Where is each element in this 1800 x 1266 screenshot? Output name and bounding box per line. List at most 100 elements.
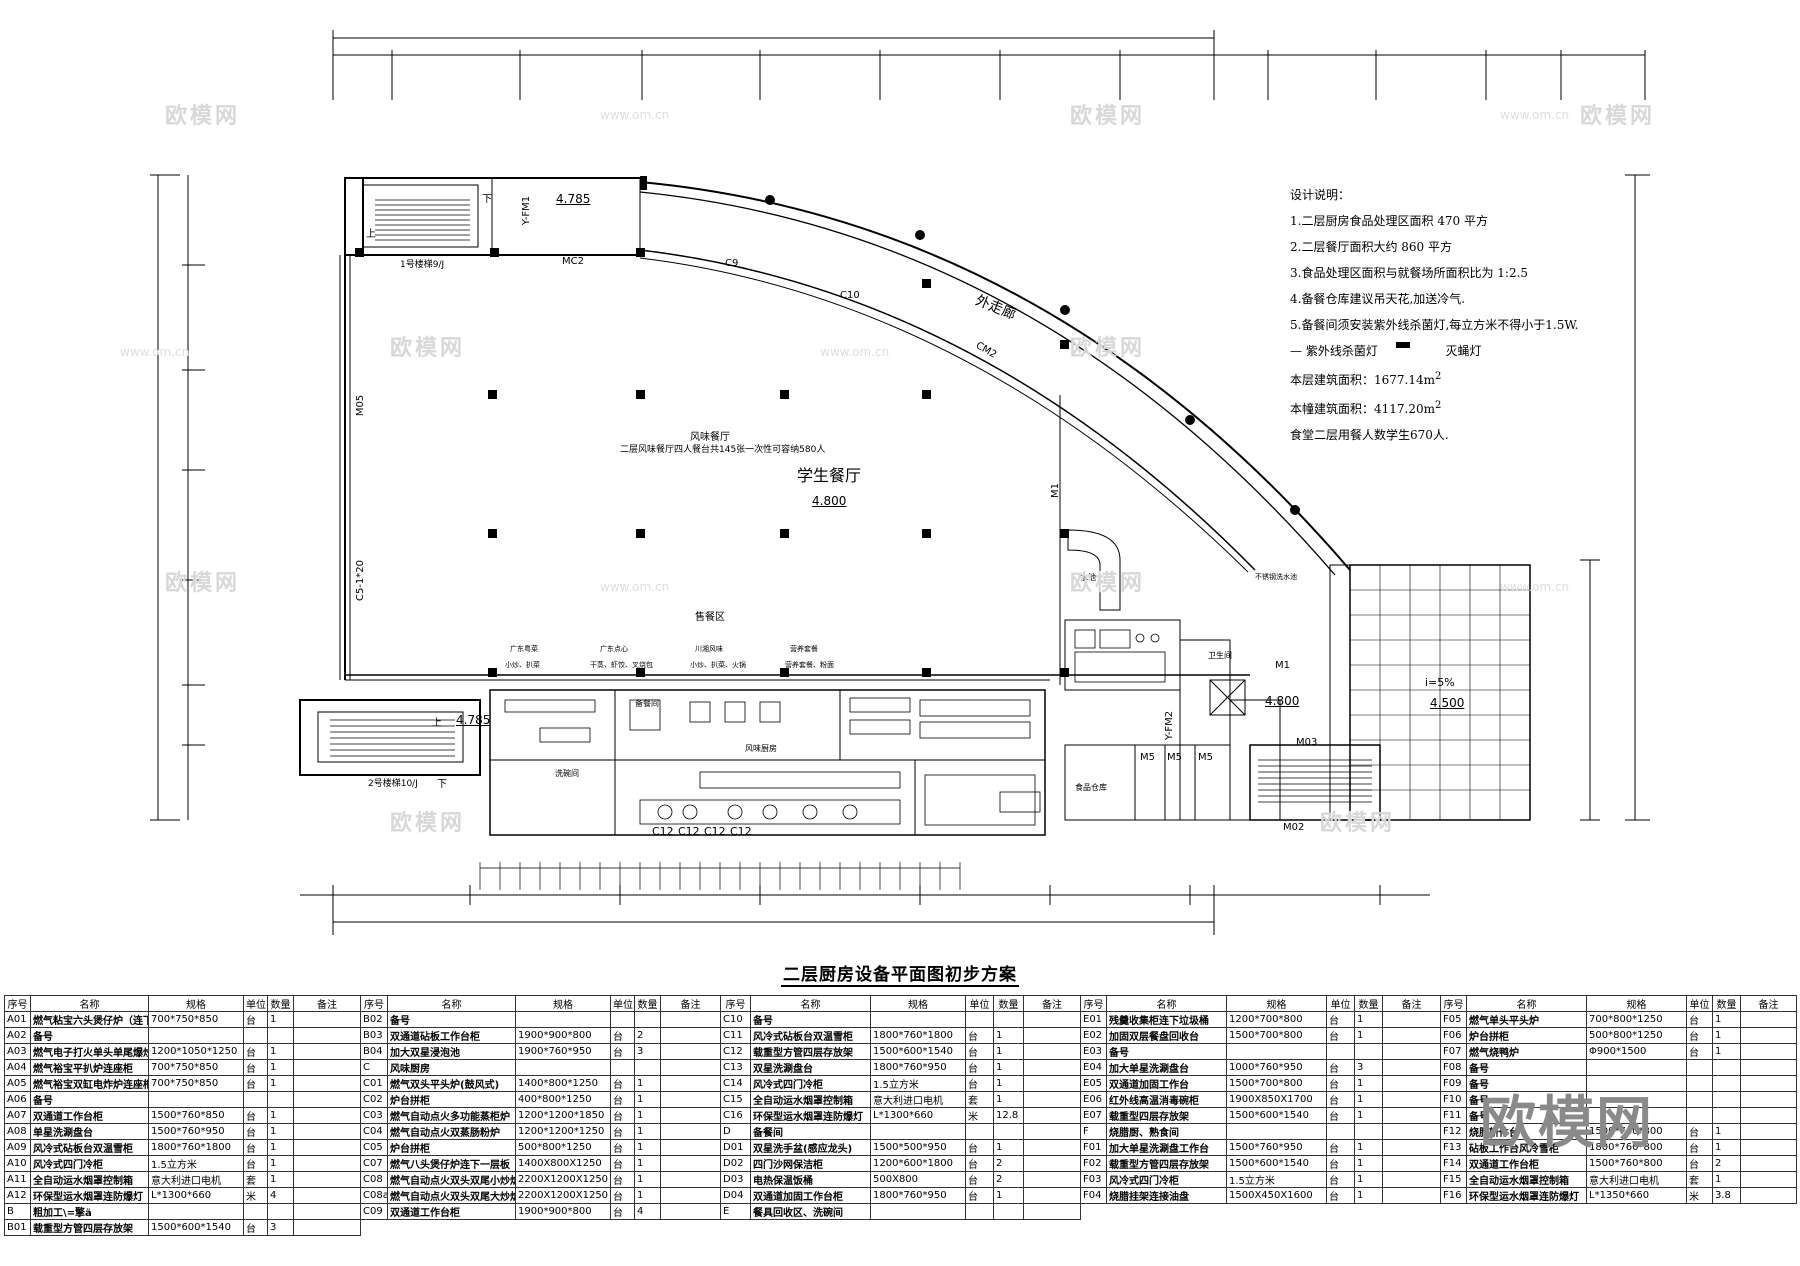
table-cell: E04 xyxy=(1080,1059,1107,1076)
table-cell: 1500*700*800 xyxy=(1226,1027,1327,1044)
table-cell: C15 xyxy=(720,1091,751,1108)
table-cell xyxy=(1023,1187,1081,1204)
table-cell: 2 xyxy=(993,1155,1024,1172)
table-cell xyxy=(1023,1027,1081,1044)
slope-mark: i=5% xyxy=(1425,676,1455,689)
table-cell: C04 xyxy=(360,1123,388,1140)
table-cell: A05 xyxy=(4,1075,31,1092)
table-cell: F08 xyxy=(1440,1059,1467,1076)
table-cell: 台 xyxy=(965,1043,994,1060)
table-cell: 双通道加固工作台柜 xyxy=(750,1187,871,1204)
table-cell: C03 xyxy=(360,1107,388,1124)
table-cell: 1 xyxy=(1712,1011,1741,1028)
table-cell: 12.8 xyxy=(993,1107,1024,1124)
table-cell: B02 xyxy=(360,1011,388,1028)
table-cell xyxy=(634,1059,661,1076)
table-cell xyxy=(1382,1043,1441,1060)
column-header: 备注 xyxy=(1023,995,1081,1012)
column-header: 数量 xyxy=(993,995,1024,1012)
table-cell: 1200*1050*1250 xyxy=(148,1043,244,1060)
table-cell: A08 xyxy=(4,1123,31,1140)
table-cell: 1.5立方米 xyxy=(1226,1171,1327,1188)
table-cell: 意大利进口电机 xyxy=(148,1171,244,1188)
table-cell: C12 xyxy=(720,1043,751,1060)
note-item: 5.备餐间须安装紫外线杀菌灯,每立方米不得小于1.5W. xyxy=(1290,318,1579,332)
table-cell: 餐具回收区、洗碗间 xyxy=(750,1203,871,1220)
table-cell xyxy=(1023,1091,1081,1108)
table-cell: 1500X450X1600 xyxy=(1226,1187,1327,1204)
table-cell: 台 xyxy=(243,1107,268,1124)
table-cell: 1500*600*1540 xyxy=(870,1043,966,1060)
table-cell: 1 xyxy=(1712,1043,1741,1060)
note-item: 4.备餐仓库建议吊天花,加送冷气. xyxy=(1290,292,1466,306)
room-prep: 备餐间 xyxy=(635,699,659,708)
table-cell xyxy=(1023,1203,1081,1220)
column-header: 规格 xyxy=(1226,995,1327,1012)
table-cell xyxy=(965,1203,994,1220)
c12-label: C12 xyxy=(652,825,674,838)
level-mark: 4.785 xyxy=(456,713,491,727)
table-cell: E05 xyxy=(1080,1075,1107,1092)
table-cell xyxy=(1712,1107,1741,1124)
table-cell: 1 xyxy=(993,1187,1024,1204)
table-cell xyxy=(293,1027,361,1044)
table-cell: F03 xyxy=(1080,1171,1107,1188)
table-cell: F02 xyxy=(1080,1155,1107,1172)
table-cell: F07 xyxy=(1440,1043,1467,1060)
table-cell: 燃气裕宝平扒炉连座柜 xyxy=(30,1059,149,1076)
door-label: Y-FM2 xyxy=(1164,710,1176,741)
table-cell xyxy=(1740,1091,1797,1108)
column-header: 备注 xyxy=(1382,995,1441,1012)
stair-mark: 下 xyxy=(437,779,447,790)
serving-sub: 小炒、扒菜 xyxy=(505,661,540,669)
table-cell: 双星洗手盆(感应龙头) xyxy=(750,1139,871,1156)
table-cell xyxy=(660,1075,721,1092)
table-cell: 500*800*1250 xyxy=(515,1139,611,1156)
table-cell xyxy=(660,1203,721,1220)
table-cell: 双通道工作台柜 xyxy=(30,1107,149,1124)
table-cell: 风冷式砧板台双温雪柜 xyxy=(30,1139,149,1156)
table-cell xyxy=(1740,1155,1797,1172)
table-cell xyxy=(634,1011,661,1028)
room-restroom: 卫生间 xyxy=(1208,651,1232,660)
table-cell: 台 xyxy=(1326,1075,1355,1092)
table-cell: 3 xyxy=(634,1043,661,1060)
table-cell: 1900*900*800 xyxy=(515,1027,611,1044)
table-cell: 1 xyxy=(993,1043,1024,1060)
table-cell xyxy=(1382,1123,1441,1140)
door-label: M1 xyxy=(1275,660,1290,671)
table-cell: 台 xyxy=(243,1123,268,1140)
table-cell: 1500*760*950 xyxy=(148,1123,244,1140)
table-cell: C08a xyxy=(360,1187,388,1204)
table-cell: C16 xyxy=(720,1107,751,1124)
table-cell: 1 xyxy=(993,1059,1024,1076)
table-cell: 台 xyxy=(1686,1139,1713,1156)
column-header: 单位 xyxy=(1686,995,1713,1012)
room-student-hall: 学生餐厅 xyxy=(797,466,862,485)
table-cell: 台 xyxy=(1326,1011,1355,1028)
table-cell xyxy=(243,1027,268,1044)
table-cell: 1.5立方米 xyxy=(870,1075,966,1092)
table-cell: 风冷式四门冷柜 xyxy=(750,1075,871,1092)
table-cell: F09 xyxy=(1440,1075,1467,1092)
column-header: 序号 xyxy=(1080,995,1107,1012)
column-header: 名称 xyxy=(750,995,871,1012)
table-cell: 1 xyxy=(267,1043,294,1060)
column-header: 单位 xyxy=(1326,995,1355,1012)
